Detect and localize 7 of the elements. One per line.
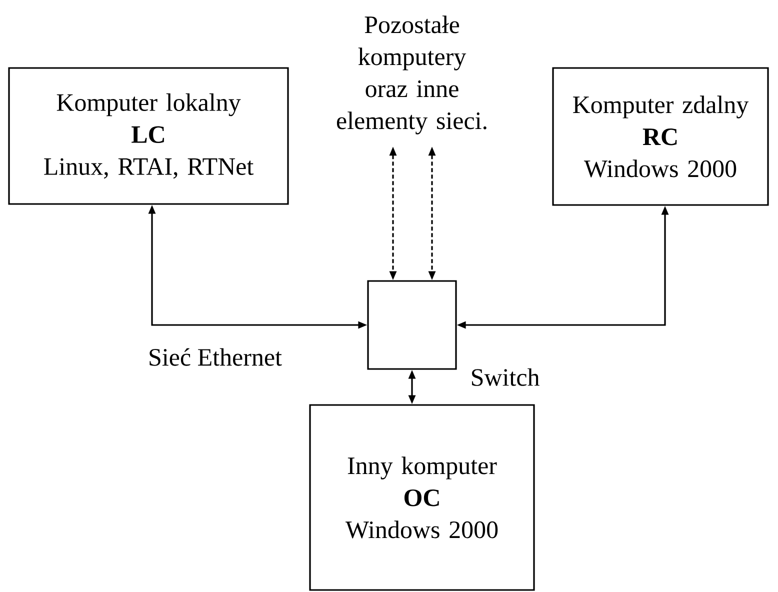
computer-box: Inny komputer OC Windows 2000 bbox=[309, 404, 535, 591]
computer-box: Komputer zdalny RC Windows 2000 bbox=[552, 67, 769, 206]
computer-box: Komputer lokalny LC Linux, RTAI, RTNet bbox=[8, 67, 289, 205]
node-caption: Switch bbox=[472, 368, 540, 386]
network-label: Sieć Ethernet bbox=[150, 348, 282, 366]
network-label: Pozostałe komputery oraz inne elementy sieci. bbox=[336, 16, 486, 134]
switch-box bbox=[367, 280, 457, 370]
